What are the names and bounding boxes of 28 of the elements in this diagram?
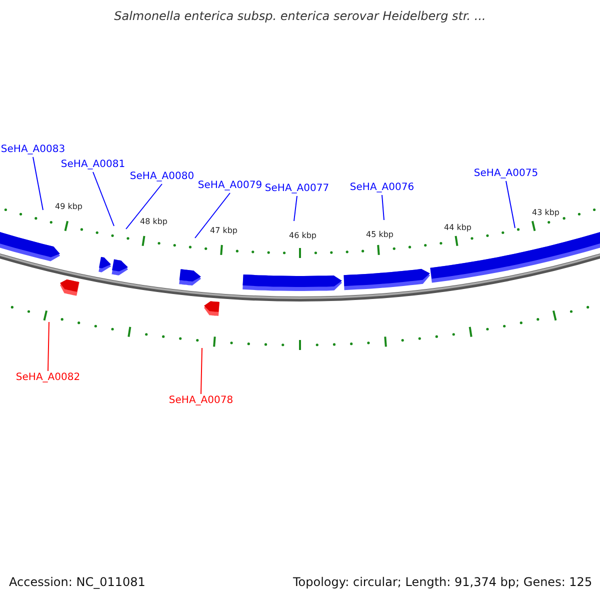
tick-label: 43 kbp: [532, 208, 560, 218]
leader-line: [506, 180, 516, 228]
leader-line: [294, 196, 298, 222]
tick-label: 49 kbp: [55, 202, 83, 212]
gene-label: SeHA_A0076: [349, 182, 415, 194]
leader-line: [32, 156, 44, 210]
gene-label: SeHA_A0075: [473, 168, 539, 180]
gene-label: SeHA_A0078: [168, 395, 234, 407]
footer-text: Accession: NC_011081: [9, 575, 146, 589]
gene-label: SeHA_A0083: [0, 144, 66, 156]
gene-label: SeHA_A0077: [264, 183, 330, 195]
tick-label: 48 kbp: [140, 217, 168, 227]
title: Salmonella enterica subsp. enterica serovar Heidelberg str. ...: [113, 9, 487, 23]
leader-line: [382, 194, 384, 220]
leader-line: [126, 184, 162, 230]
footer-text: Topology: circular; Length: 91,374 bp; Genes: 125: [293, 575, 592, 589]
gene-label: SeHA_A0080: [129, 171, 195, 183]
leader-line: [92, 172, 114, 226]
leader-line: [194, 192, 230, 238]
tick-label: 46 kbp: [289, 231, 317, 241]
gene-label: SeHA_A0082: [15, 372, 81, 384]
gene-label: SeHA_A0081: [60, 159, 126, 171]
gene-label: SeHA_A0079: [197, 180, 263, 192]
tick-label: 45 kbp: [366, 230, 394, 240]
tick-label: 44 kbp: [444, 223, 472, 233]
tick-label: 47 kbp: [210, 226, 238, 236]
leader-line: [48, 322, 50, 372]
leader-line: [200, 348, 202, 394]
